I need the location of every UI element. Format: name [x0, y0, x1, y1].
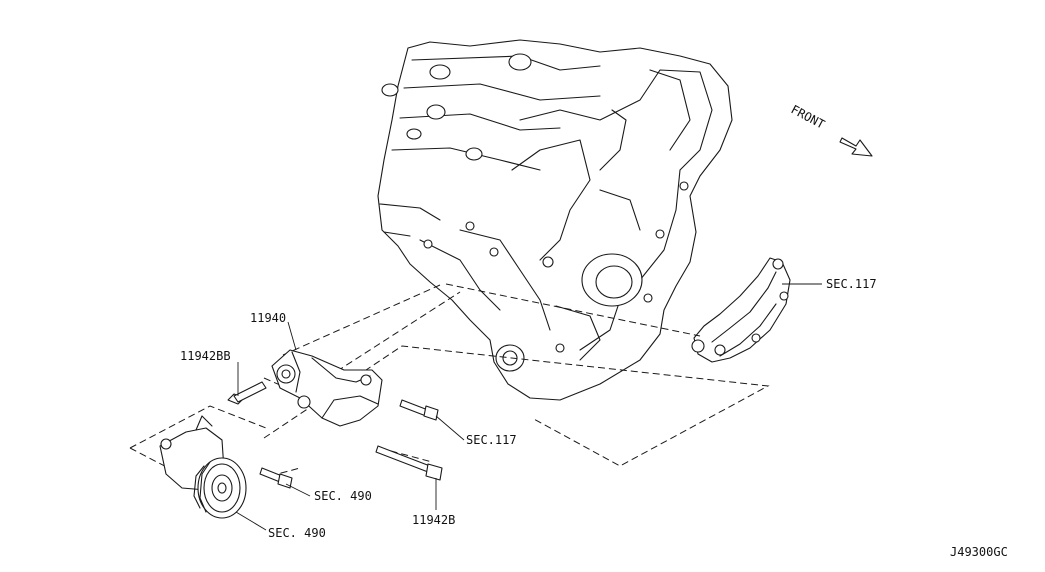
diagram-code: J49300GC	[950, 545, 1008, 559]
tensioner-bracket-right	[691, 257, 791, 363]
engine-assembly	[377, 39, 733, 401]
bolt-11942b	[375, 445, 443, 481]
label-11940: 11940	[250, 311, 286, 325]
front-indicator: FRONT	[789, 102, 873, 157]
label-sec490-upper: SEC. 490	[314, 489, 372, 503]
bolt-11942bb	[227, 381, 267, 405]
label-sec490-lower: SEC. 490	[268, 526, 326, 540]
power-steering-pump	[159, 415, 247, 519]
front-label: FRONT	[789, 102, 827, 131]
label-11942b: 11942B	[412, 513, 455, 527]
leader-lines	[235, 283, 822, 531]
front-arrow-icon	[839, 137, 873, 157]
bolt-sec117	[399, 399, 439, 421]
label-sec117-top: SEC.117	[826, 277, 877, 291]
label-11942bb: 11942BB	[180, 349, 231, 363]
bracket-11940	[271, 349, 383, 427]
label-sec117-bottom: SEC.117	[466, 433, 517, 447]
bolt-sec490	[259, 467, 293, 489]
